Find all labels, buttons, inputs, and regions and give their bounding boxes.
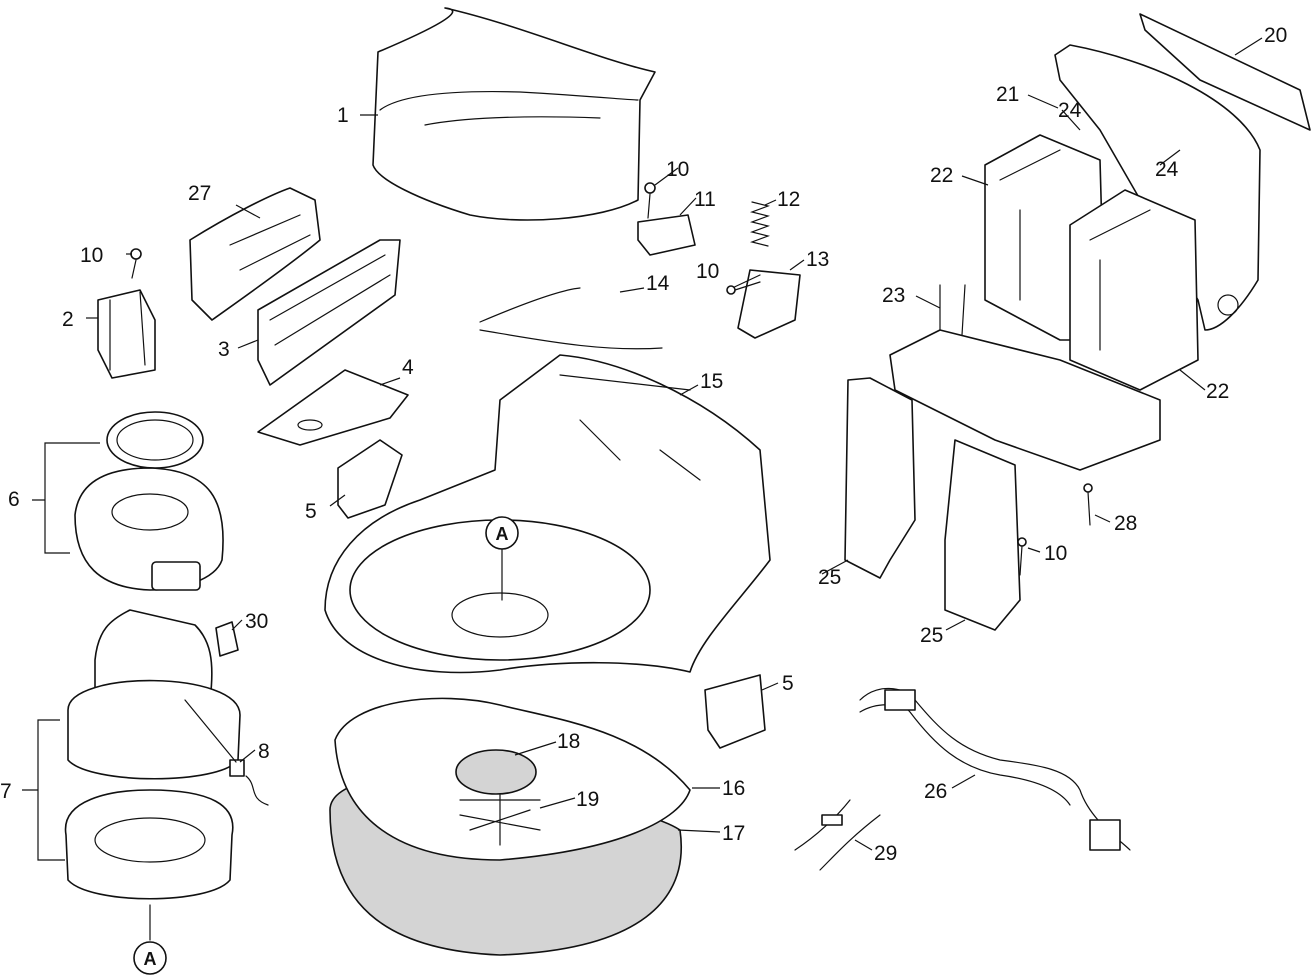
part-25-holder-lower	[944, 439, 1021, 631]
marker-a-top: A	[485, 516, 519, 601]
marker-a-top-text: A	[496, 524, 509, 544]
callout-15: 15	[700, 370, 723, 393]
callout-22-right: 22	[1206, 380, 1229, 403]
callout-24-right: 24	[1155, 158, 1179, 181]
part-18-filter-disc	[455, 749, 537, 795]
callout-28: 28	[1114, 512, 1137, 535]
callout-5-lower: 5	[782, 672, 794, 695]
callout-1: 1	[337, 104, 349, 127]
callout-13: 13	[806, 248, 829, 271]
callout-17: 17	[722, 822, 745, 845]
callout-23: 23	[882, 284, 905, 307]
part-11-switch	[637, 214, 696, 256]
part-19-grille	[459, 794, 541, 846]
part-2-bracket	[97, 289, 156, 379]
part-15-main-housing	[324, 354, 771, 674]
marker-a-bottom: A	[133, 904, 167, 975]
bracket-7	[22, 719, 65, 861]
callout-19: 19	[576, 788, 599, 811]
callout-25-lower: 25	[920, 624, 943, 647]
screw-28	[1083, 483, 1093, 526]
screw-10-b	[644, 182, 656, 219]
callout-27: 27	[188, 182, 211, 205]
callout-10-center: 10	[696, 260, 719, 283]
part-29-cable-small	[794, 799, 881, 871]
part-20-handle	[1139, 13, 1311, 131]
callout-4: 4	[402, 356, 414, 379]
callout-3: 3	[218, 338, 230, 361]
callout-14: 14	[646, 272, 670, 295]
callout-22-left: 22	[930, 164, 953, 187]
callout-8: 8	[258, 740, 270, 763]
part-1-container-shell	[372, 7, 656, 221]
callout-10-left: 10	[80, 244, 103, 267]
screw-10-d	[1017, 537, 1027, 576]
callout-10-top: 10	[666, 158, 689, 181]
part-8-connector	[184, 699, 269, 806]
part-7-motor	[64, 609, 241, 900]
part-4-plate	[257, 369, 409, 446]
part-22-bag-right	[1069, 189, 1199, 391]
callout-12: 12	[777, 188, 800, 211]
callout-20: 20	[1264, 24, 1287, 47]
callout-16: 16	[722, 777, 745, 800]
callout-11: 11	[694, 188, 716, 211]
callout-30: 30	[245, 610, 268, 633]
callout-labels: 1 2 3 4 5 5 6 7 8 10 10 10 10 11 12 13 1…	[0, 24, 1287, 865]
part-27-cover	[189, 187, 321, 321]
callout-21: 21	[996, 83, 1019, 106]
part-21-frame	[1054, 44, 1261, 331]
part-5-latch-upper	[337, 439, 403, 519]
part-12-spring	[749, 201, 771, 247]
marker-a-bottom-text: A	[144, 949, 157, 969]
bracket-6	[32, 442, 100, 554]
callout-24-left: 24	[1058, 99, 1082, 122]
part-6-motor-cover	[74, 411, 224, 591]
screw-10-a	[130, 248, 142, 279]
callout-25-upper: 25	[818, 566, 841, 589]
part-5-latch-lower	[704, 674, 766, 749]
part-30-clip	[215, 621, 239, 657]
callout-5-upper: 5	[305, 500, 317, 523]
callout-29: 29	[874, 842, 897, 865]
part-14-cable	[479, 287, 663, 350]
part-25-holder-upper	[844, 377, 916, 579]
part-13-holder	[727, 269, 801, 339]
callout-26: 26	[924, 780, 947, 803]
callout-18: 18	[557, 730, 580, 753]
callout-7: 7	[0, 780, 12, 803]
callout-2: 2	[62, 308, 74, 331]
part-26-wiring-harness	[859, 687, 1131, 851]
part-3-filter-plate	[257, 239, 401, 386]
callout-6: 6	[8, 488, 20, 511]
callout-10-right: 10	[1044, 542, 1067, 565]
screw-10-c	[726, 281, 761, 295]
leader-lines	[86, 37, 1263, 851]
